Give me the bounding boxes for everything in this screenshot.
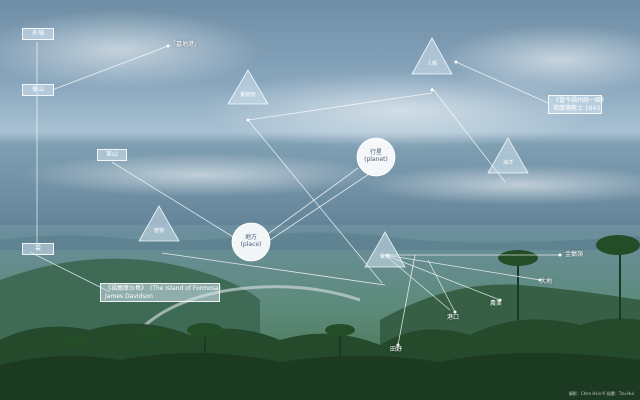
triangle-upper-label: 動植物 — [240, 92, 256, 98]
circle-planet — [356, 137, 396, 177]
photo-credit: 攝影：Chen Hsin-Yi 插畫：Tzu-Hui — [568, 391, 634, 396]
quote-top: 「墓地港」 — [170, 41, 201, 48]
circle-place-label: 地方 (place) — [227, 234, 275, 248]
planet-line1: 行星 — [369, 149, 382, 156]
right-quote-line1: 《當今福州統一國》 — [553, 97, 608, 104]
book-line1: 《福爾摩沙島》 (The Island of Formosa) — [105, 285, 221, 292]
tag-top-left: 外埔 — [22, 28, 54, 40]
triangle-left-low — [138, 205, 180, 242]
place-line2: (place) — [240, 241, 262, 249]
circle-planet-label: 行星 (planet) — [352, 149, 400, 163]
triangle-right-mid — [487, 137, 529, 174]
triangle-right-mid-label: 海洋 — [502, 160, 513, 166]
label-right-5: 田野 — [390, 346, 403, 353]
tag-mid-left: 後山 — [22, 84, 54, 96]
label-right-2: 大地 — [540, 278, 553, 285]
triangle-center-low — [364, 231, 406, 268]
planet-line2: (planet) — [364, 156, 388, 164]
label-right-1: 金鵝嶺 — [565, 251, 584, 258]
triangle-left-low-label: 植物 — [153, 228, 164, 234]
right-quote-line2: 荷蘭傳教士 1643 — [553, 104, 601, 112]
tag-small-left: 草山 — [97, 149, 127, 161]
triangle-right-top-label: 人類 — [426, 61, 437, 67]
triangle-upper — [227, 69, 269, 105]
place-line1: 地方 — [244, 234, 257, 241]
circle-place — [231, 222, 271, 262]
label-right-4: 港口 — [447, 314, 460, 321]
tag-lower-left: 雲 — [22, 243, 54, 255]
tag-right-quote: 《當今福州統一國》 荷蘭傳教士 1643 — [548, 95, 608, 114]
triangle-center-low-label: 聚落 — [379, 254, 390, 260]
label-right-3: 農業 — [490, 300, 503, 307]
book-line2: James Davidson — [105, 292, 153, 300]
triangle-right-top — [411, 37, 453, 75]
tag-book: 《福爾摩沙島》 (The Island of Formosa) James Da… — [100, 283, 221, 302]
